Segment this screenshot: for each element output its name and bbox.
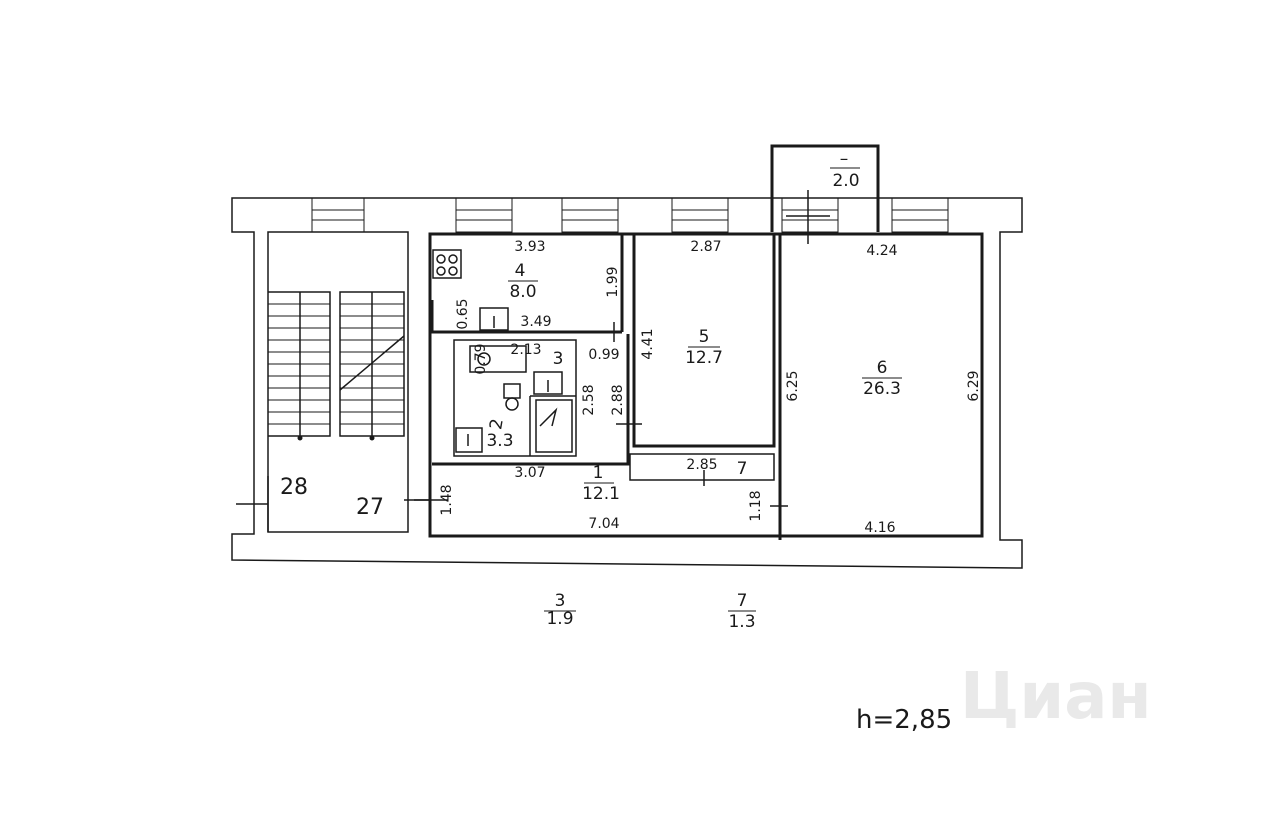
windows (311, 197, 949, 233)
dim-2-13: 2.13 (510, 342, 541, 358)
dim-0-99: 0.99 (588, 347, 619, 363)
svg-text:12.7: 12.7 (685, 348, 723, 368)
svg-text:1: 1 (593, 463, 604, 483)
dim-3-93: 3.93 (514, 239, 545, 255)
room-5-label: 5 12.7 (685, 327, 723, 368)
svg-text:7: 7 (737, 591, 748, 611)
dim-0-79: 0.79 (473, 343, 489, 374)
room-1-label: 1 12.1 (582, 463, 620, 504)
svg-text:–: – (840, 149, 849, 169)
dimensions: 3.93 2.87 4.24 1.99 0.65 3.49 4.41 6.25 … (439, 239, 982, 536)
outside-3-label: 3 1.9 (544, 591, 576, 629)
watermark: Циан (960, 660, 1152, 734)
svg-text:1.9: 1.9 (546, 609, 573, 629)
dim-6-25: 6.25 (785, 370, 801, 401)
balcony (770, 144, 880, 244)
stair-27-label: 27 (356, 495, 384, 520)
dim-2-87: 2.87 (690, 239, 721, 255)
svg-text:4: 4 (515, 261, 526, 281)
dim-2-85: 2.85 (686, 457, 717, 473)
svg-text:26.3: 26.3 (863, 379, 901, 399)
room-2-label: 2 3.3 (486, 417, 513, 451)
dim-1-99: 1.99 (605, 266, 621, 297)
room-3-label: 3 (553, 349, 564, 369)
dim-2-88: 2.88 (610, 384, 626, 415)
outside-7-label: 7 1.3 (728, 591, 756, 632)
dim-2-58: 2.58 (581, 384, 597, 415)
dim-0-65: 0.65 (455, 298, 471, 329)
svg-text:7: 7 (737, 459, 748, 479)
balcony-label: – 2.0 (830, 149, 860, 191)
apartment-walls (414, 232, 984, 540)
dim-7-04: 7.04 (588, 516, 619, 532)
svg-text:3.3: 3.3 (486, 431, 513, 451)
stair-28-label: 28 (280, 475, 308, 500)
dim-1-18: 1.18 (748, 490, 764, 521)
room-6-label: 6 26.3 (862, 358, 902, 399)
dim-4-24: 4.24 (866, 243, 897, 259)
svg-text:2: 2 (486, 417, 508, 431)
ceiling-height: h=2,85 (856, 705, 952, 735)
room-4-label: 4 8.0 (508, 261, 538, 302)
svg-text:2.0: 2.0 (832, 171, 859, 191)
svg-text:8.0: 8.0 (509, 282, 536, 302)
room-7-label: 7 (737, 459, 748, 479)
svg-text:1.3: 1.3 (728, 612, 755, 632)
svg-text:12.1: 12.1 (582, 484, 620, 504)
dim-3-07: 3.07 (514, 465, 545, 481)
fixtures (432, 249, 573, 453)
building-outline (231, 197, 1023, 569)
dim-4-16: 4.16 (864, 520, 895, 536)
svg-text:6: 6 (877, 358, 888, 378)
dim-1-48: 1.48 (439, 484, 455, 515)
dim-4-41: 4.41 (640, 328, 656, 359)
dim-6-29: 6.29 (966, 370, 982, 401)
svg-text:3: 3 (555, 591, 566, 611)
svg-text:5: 5 (699, 327, 710, 347)
staircase (236, 231, 430, 533)
dim-3-49: 3.49 (520, 314, 551, 330)
svg-text:3: 3 (553, 349, 564, 369)
